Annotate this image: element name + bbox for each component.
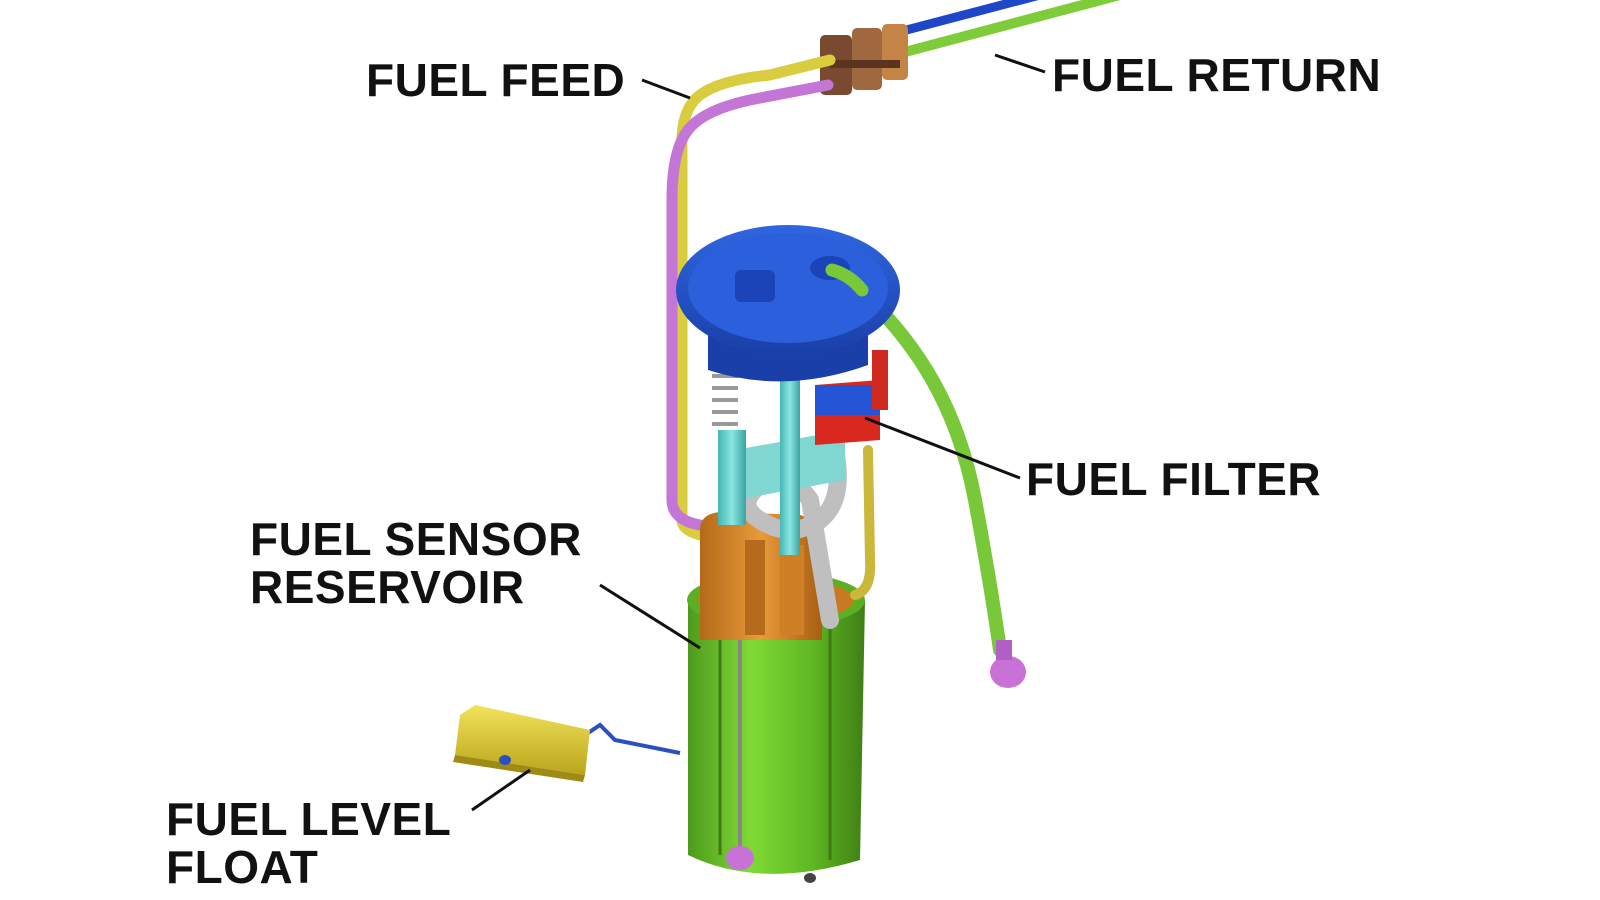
fuel-feed-line xyxy=(676,54,836,541)
label-fuel-level-float-line1: FUEL LEVEL xyxy=(166,793,452,845)
label-fuel-level-float: FUEL LEVEL FLOAT xyxy=(166,795,451,891)
purple-return-line xyxy=(666,79,834,531)
teal-bracket xyxy=(712,338,845,555)
label-fuel-return: FUEL RETURN xyxy=(1052,49,1382,101)
fuel-level-float-part xyxy=(453,705,681,782)
label-fuel-sensor-reservoir: FUEL SENSOR RESERVOIR xyxy=(250,515,582,611)
label-fuel-sensor-reservoir-line2: RESERVOIR xyxy=(250,561,525,613)
leader-fuel-filter xyxy=(864,416,1021,480)
leader-lines xyxy=(471,53,1046,812)
top-flange xyxy=(676,225,900,382)
fuel-filter-part xyxy=(815,350,888,445)
yellow-filter-line xyxy=(850,445,876,600)
label-fuel-sensor-reservoir-line1: FUEL SENSOR xyxy=(250,513,582,565)
label-fuel-feed: FUEL FEED xyxy=(366,54,626,106)
label-fuel-filter: FUEL FILTER xyxy=(1026,453,1322,505)
label-fuel-level-float-line2: FLOAT xyxy=(166,841,319,893)
leader-fuel-feed xyxy=(641,78,691,100)
leader-fuel-level-float xyxy=(471,768,531,812)
leader-fuel-return xyxy=(994,53,1046,74)
leader-fuel-sensor-reservoir xyxy=(599,583,701,650)
